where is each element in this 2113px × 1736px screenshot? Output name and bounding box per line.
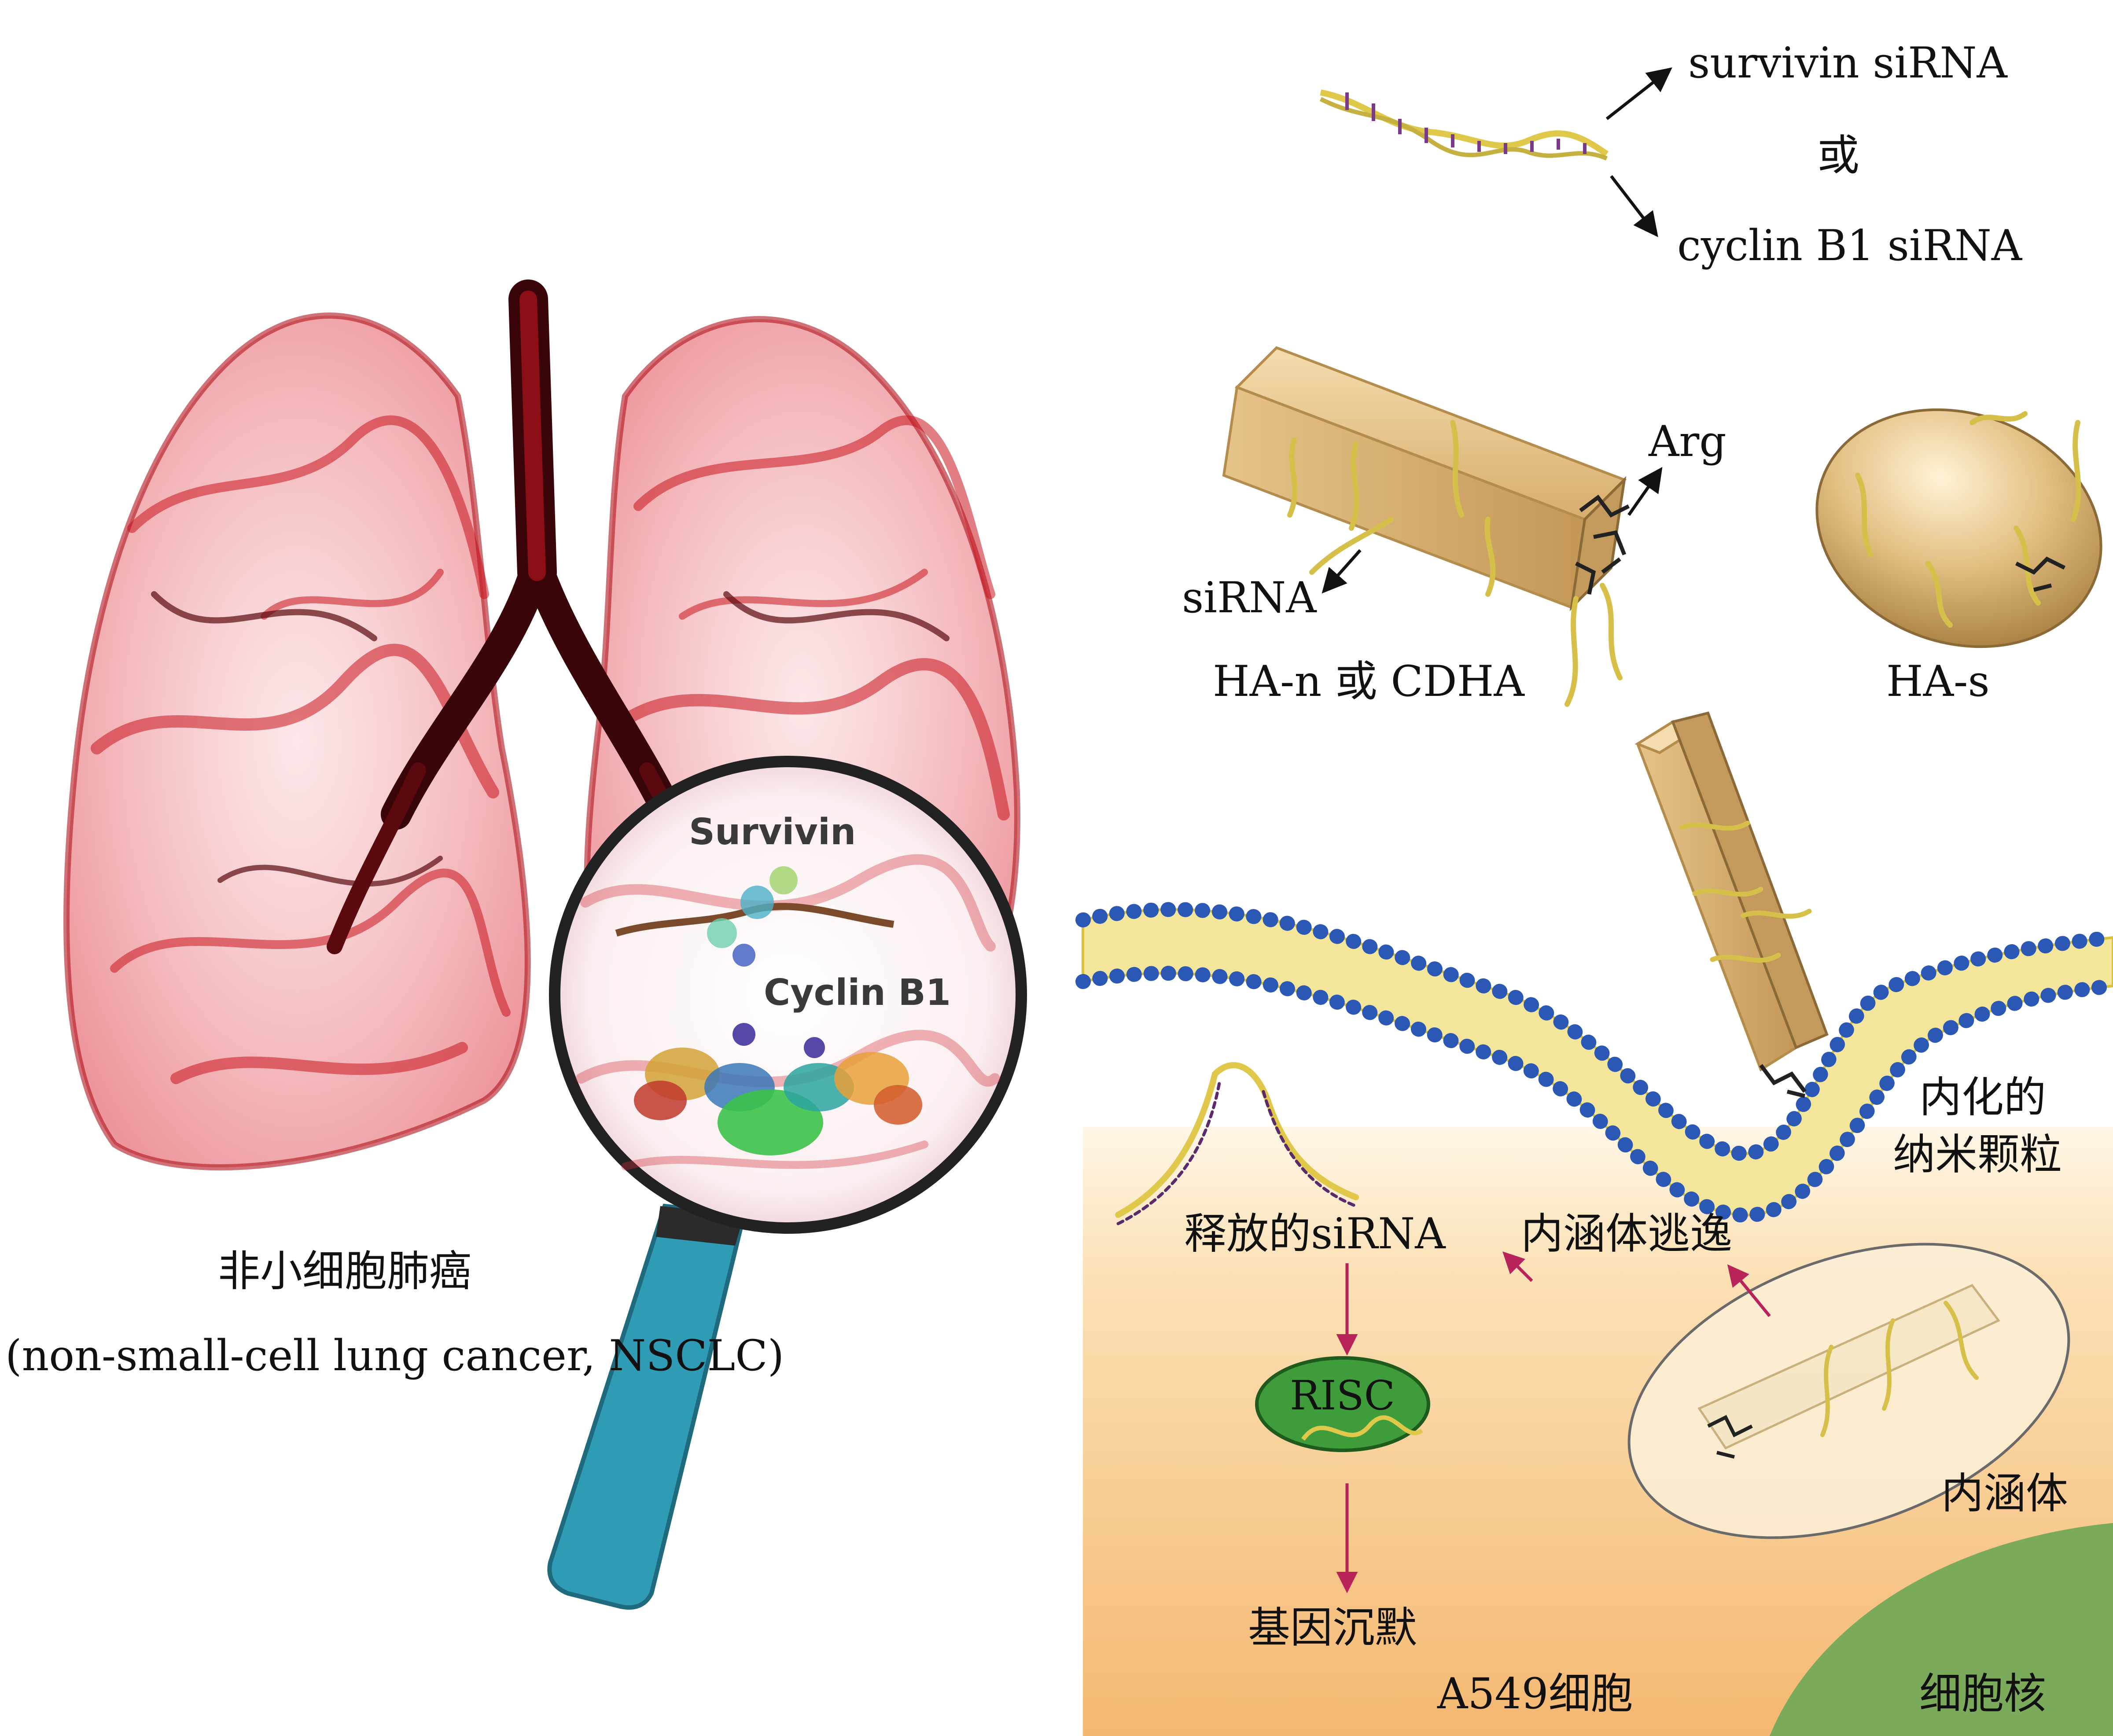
left-lung xyxy=(63,313,531,1171)
rod-nanoparticle xyxy=(1222,346,1630,707)
endosome-label: 内涵体 xyxy=(1941,1469,2068,1518)
nucleus xyxy=(1770,1523,2113,1736)
target-cyclin-b1-sirna: cyclin B1 siRNA xyxy=(1677,221,2022,270)
released-sirna-label: 释放的siRNA xyxy=(1184,1209,1446,1258)
rod-nanoparticle-label: HA-n 或 CDHA xyxy=(1213,657,1524,706)
risc-label: RISC xyxy=(1290,1372,1395,1419)
internalized-label-line2: 纳米颗粒 xyxy=(1893,1130,2062,1179)
survivin-label: Survivin xyxy=(689,811,856,853)
magnifier-handle xyxy=(547,1203,747,1610)
sirna-duplex-top xyxy=(1319,89,1609,161)
or-label: 或 xyxy=(1817,131,1859,180)
endosomal-escape-label: 内涵体逃逸 xyxy=(1521,1209,1732,1258)
sirna-label: siRNA xyxy=(1182,573,1317,622)
sphere-nanoparticle-label: HA-s xyxy=(1886,657,1990,706)
arrow-escape-1 xyxy=(1502,1251,1533,1282)
target-survivin-sirna: survivin siRNA xyxy=(1688,38,2007,88)
gene-silencing-label: 基因沉默 xyxy=(1248,1603,1417,1652)
arrow-escape-2 xyxy=(1727,1264,1771,1317)
cyclin-b1-label: Cyclin B1 xyxy=(764,972,951,1014)
disease-label-zh: 非小细胞肺癌 xyxy=(218,1247,471,1296)
risc-complex xyxy=(1255,1356,1430,1452)
endosome xyxy=(1627,1243,2070,1539)
trachea xyxy=(327,280,739,954)
cell-name-label: A549细胞 xyxy=(1437,1669,1633,1718)
sphere-nanoparticle xyxy=(1815,408,2102,648)
arrow-to-arg xyxy=(1627,467,1663,516)
cyclin-b1-protein xyxy=(634,1023,922,1155)
arg-label: Arg xyxy=(1649,417,1726,466)
arrow-to-survivin xyxy=(1605,67,1672,120)
disease-label-en: (non-small-cell lung cancer, NSCLC) xyxy=(5,1331,784,1380)
arrow-to-cyclin xyxy=(1610,175,1658,237)
nucleus-label: 细胞核 xyxy=(1919,1669,2046,1718)
internalized-label-line1: 内化的 xyxy=(1919,1073,2046,1122)
survivin-protein xyxy=(615,866,895,967)
arg-molecules xyxy=(1575,494,1630,595)
released-sirna-strands xyxy=(1115,1062,1359,1225)
arrow-to-sirna xyxy=(1322,549,1362,594)
internalizing-rod xyxy=(1634,711,1829,1098)
magnifying-glass xyxy=(547,756,1027,1610)
